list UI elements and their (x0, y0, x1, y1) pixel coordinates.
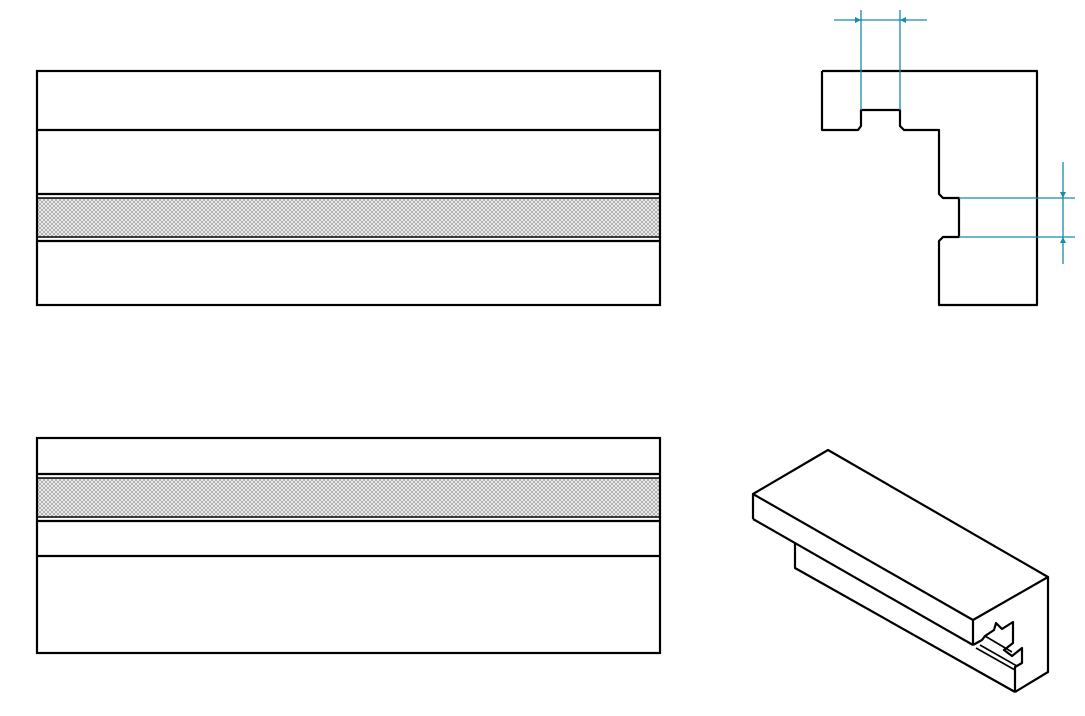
edge-line (752, 518, 974, 646)
groove-line (984, 635, 1013, 653)
top-face (751, 448, 1050, 622)
top-view (35, 69, 662, 307)
front-view (35, 436, 662, 655)
dimension-width (834, 10, 927, 110)
hatched-band (37, 198, 660, 237)
hatched-band (37, 478, 660, 517)
profile-outline (820, 69, 1039, 307)
groove-line (975, 647, 1016, 671)
view-outline (35, 436, 662, 655)
view-outline (35, 69, 662, 307)
edge-line (793, 543, 1016, 693)
dimension-height (959, 162, 1075, 264)
end-face-notch (972, 620, 1024, 692)
profile-view (820, 10, 1075, 307)
isometric-view (751, 448, 1050, 693)
groove-line (979, 644, 1018, 667)
edge-line (1014, 577, 1050, 693)
